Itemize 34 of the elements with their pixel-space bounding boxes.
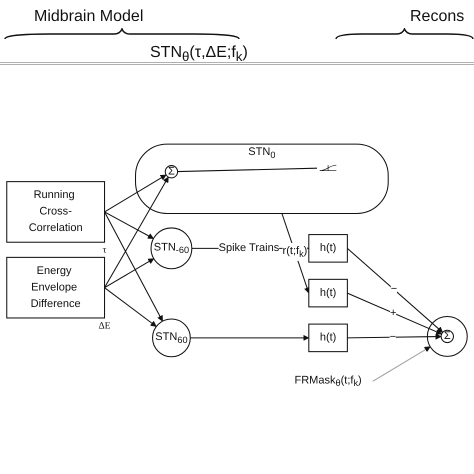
node-box: h(t): [308, 324, 348, 352]
cluster: [426, 316, 468, 357]
node-circle: Σ: [440, 330, 454, 344]
arrow: [347, 248, 443, 333]
formula-label: STN$_{θ}$(τ,ΔE;f$_{k}$): [150, 44, 248, 64]
arrow: [281, 213, 310, 294]
arrow: [347, 334, 442, 340]
node-box: h(t): [308, 234, 348, 263]
variable-label: τ: [102, 244, 106, 256]
node-box: h(t): [308, 278, 348, 308]
arrow: [347, 292, 442, 335]
node-text: FRMask$_{θ}$(t;f$_{k}$): [294, 374, 362, 388]
edge-label: −: [390, 331, 396, 343]
edge-label: +: [390, 306, 396, 319]
node-box: Running Cross-Correlation: [6, 181, 106, 243]
arrow: [104, 287, 157, 327]
arrow: [372, 346, 430, 382]
arrow: [104, 176, 169, 288]
node-circle: STN$_{-60}$: [150, 227, 192, 270]
arrow: [190, 334, 310, 341]
node-circle: Σ: [164, 165, 178, 178]
edge-label: −: [390, 283, 398, 295]
arrow: [104, 212, 163, 322]
node-box: Energy Envelope Difference: [6, 256, 106, 318]
arrow: [104, 211, 154, 239]
edge-label: Spike Trains: [218, 242, 280, 254]
connector: [178, 168, 318, 172]
arrow: [104, 174, 166, 212]
section-heading: Midbrain Model: [34, 8, 144, 26]
arrow: [104, 258, 154, 288]
section-heading: Recons: [410, 8, 464, 26]
node-circle: STN$_{60}$: [152, 318, 191, 358]
edge-label: r(t;f$_{k}$): [282, 245, 308, 259]
variable-label: ΔE: [98, 320, 111, 332]
